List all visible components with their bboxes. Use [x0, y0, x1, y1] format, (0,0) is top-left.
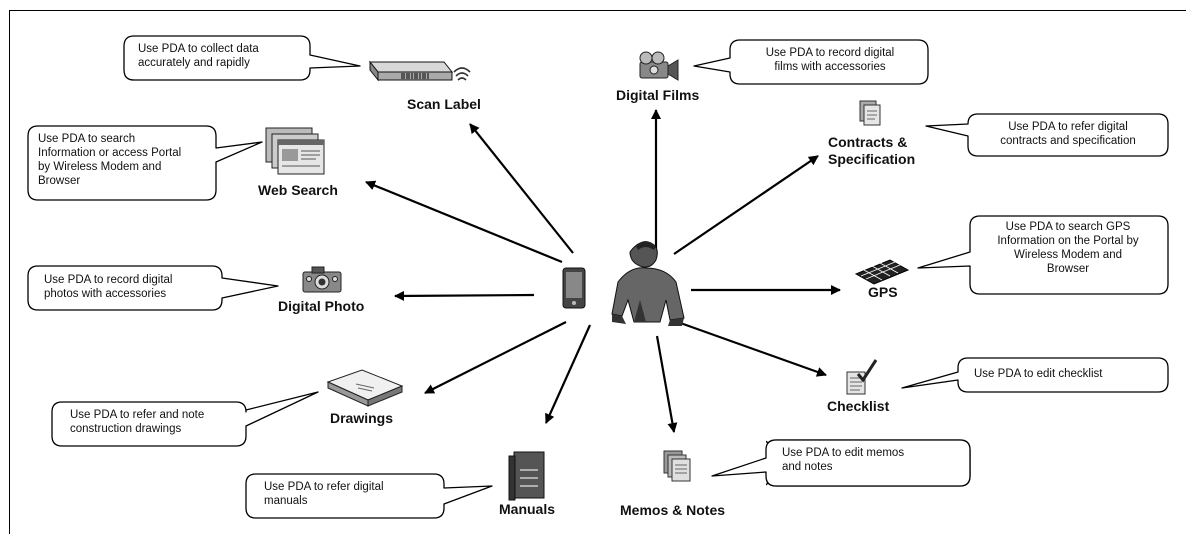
label-checklist: Checklist — [827, 398, 890, 414]
label-scan-label: Scan Label — [407, 96, 481, 112]
label-gps: GPS — [868, 284, 898, 300]
arrow-memos-notes — [655, 335, 678, 433]
callout-checklist-line: Use PDA to edit checklist — [974, 368, 1103, 380]
callout-web-search-line: by Wireless Modem and — [38, 161, 161, 173]
label-contracts-line2: Specification — [828, 151, 916, 167]
callout-digital-films-line: films with accessories — [774, 61, 885, 73]
label-contracts-line1: Contracts & — [828, 134, 908, 150]
callout-digital-photo-line: Use PDA to record digital — [44, 274, 172, 286]
callout-scan-label-bubble — [123, 35, 361, 81]
pda-icon — [562, 267, 586, 309]
callout-memos-notes-line: and notes — [782, 461, 833, 473]
callout-digital-photo-bubble — [27, 265, 279, 311]
callout-gps-line: Browser — [1047, 263, 1089, 275]
callout-memos-notes-line: Use PDA to edit memos — [782, 447, 904, 459]
callout-web-search-line: Browser — [38, 175, 80, 187]
label-manuals: Manuals — [499, 501, 556, 517]
callout-contracts-line: Use PDA to refer digital — [1008, 121, 1128, 133]
browser-windows-icon — [265, 127, 325, 175]
callout-web-search-line: Information or access Portal — [38, 147, 181, 159]
arrow-contracts — [673, 155, 819, 255]
barcode-scanner-icon — [368, 60, 471, 82]
callout-gps-line: Use PDA to search GPS — [1006, 221, 1131, 233]
callout-manuals-bubble — [245, 473, 493, 519]
callout-digital-films-line: Use PDA to record digital — [766, 47, 894, 59]
arrow-manuals — [544, 324, 592, 424]
worker-figure — [611, 241, 685, 326]
callout-gps-bubble — [917, 215, 1169, 295]
callout-manuals-line: manuals — [264, 495, 308, 507]
video-camera-icon — [639, 51, 679, 81]
label-digital-photo: Digital Photo — [278, 298, 365, 314]
label-web-search: Web Search — [258, 182, 338, 198]
callout-scan-label-line: accurately and rapidly — [138, 57, 250, 69]
callout-drawings-line: construction drawings — [70, 423, 181, 435]
contract-document-icon — [859, 100, 881, 126]
callout-gps-line: Information on the Portal by — [997, 235, 1139, 247]
frame-top-border — [9, 10, 1186, 11]
callout-drawings-line: Use PDA to refer and note — [70, 409, 204, 421]
callout-drawings-bubble — [51, 391, 319, 447]
arrow-web-search — [365, 180, 563, 264]
callout-contracts-bubble — [925, 113, 1169, 157]
callout-digital-films-bubble — [693, 39, 929, 85]
callout-gps-line: Wireless Modem and — [1014, 249, 1122, 261]
drawings-binder-icon — [326, 369, 404, 407]
callout-digital-photo-line: photos with accessories — [44, 288, 166, 300]
label-digital-films: Digital Films — [616, 87, 700, 103]
callout-web-search-line: Use PDA to search — [38, 133, 135, 145]
frame-left-border — [9, 10, 10, 534]
memo-pages-icon — [663, 450, 691, 482]
arrow-digital-photo — [394, 290, 535, 301]
arrow-drawings — [424, 321, 567, 394]
callout-contracts-line: contracts and specification — [1000, 135, 1136, 147]
label-drawings: Drawings — [330, 410, 394, 426]
manual-book-icon — [508, 451, 545, 501]
callout-manuals-line: Use PDA to refer digital — [264, 481, 384, 493]
checklist-icon — [846, 359, 878, 395]
gps-map-icon — [854, 259, 910, 285]
camera-icon — [302, 266, 342, 293]
arrow-checklist — [671, 318, 827, 377]
label-memos-notes: Memos & Notes — [620, 502, 726, 518]
arrow-scan-label — [469, 123, 574, 254]
callout-checklist-bubble — [901, 357, 1169, 393]
callout-scan-label-line: Use PDA to collect data — [138, 43, 259, 55]
callout-web-search-bubble — [27, 125, 263, 201]
